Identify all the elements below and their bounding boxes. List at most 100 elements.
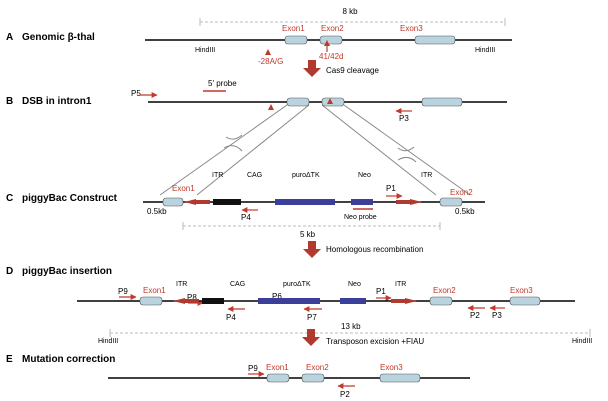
b-exon2-box: [321, 97, 345, 107]
d-itr2-label: ITR: [395, 281, 406, 288]
d-primer-p1-label: P1: [376, 287, 386, 296]
neo-probe-label: Neo probe: [344, 214, 377, 221]
step-arrow-hr: [303, 241, 321, 258]
section-a: A Genomic β-thal 8 kb Exon1 Exon2 Exon3 …: [6, 7, 512, 77]
d-hindiii-right-label: HindIII: [572, 338, 592, 345]
span-8kb-label: 8 kb: [342, 7, 358, 16]
exon2-label: Exon2: [321, 24, 344, 33]
c-exon2-box: [439, 197, 463, 207]
e-exon2-box: [301, 373, 325, 383]
section-d-letter: D: [6, 266, 13, 277]
b-exon3-box: [421, 97, 463, 107]
d-primer-p9-label: P9: [118, 287, 128, 296]
d-itr1-arrow: [173, 298, 199, 304]
section-c: C piggyBac Construct Exon1 Exon2 ITR CAG…: [6, 172, 485, 258]
c-itr1-label: ITR: [212, 172, 223, 179]
hr-label: Homologous recombination: [326, 245, 423, 254]
e-exon3-label: Exon3: [380, 363, 403, 372]
d-primer-p2-label: P2: [470, 311, 480, 320]
step-arrow-excision: [302, 329, 320, 346]
e-exon1-box: [266, 373, 290, 383]
d-primer-p6-label: P6: [272, 292, 282, 301]
primer-p3-label: P3: [399, 114, 409, 123]
exon3-label: Exon3: [400, 24, 423, 33]
c-exon1-label: Exon1: [172, 184, 195, 193]
c-exon1-box: [162, 197, 184, 207]
d-exon2-box: [429, 296, 453, 306]
section-d-title: piggyBac insertion: [22, 266, 112, 277]
c-primer-p4-label: P4: [241, 213, 251, 222]
d-primer-p4-label: P4: [226, 313, 236, 322]
d-primer-p3-label: P3: [492, 311, 502, 320]
c-itr2-arrow: [396, 199, 422, 205]
section-b: B DSB in intron1 5' probe P5 P3: [6, 79, 507, 196]
d-exon3-box: [509, 296, 541, 306]
c-primer-p1-label: P1: [386, 184, 396, 193]
c-cag-label: CAG: [247, 172, 262, 179]
step-arrow-cas9: [303, 60, 321, 77]
b-exon1-box: [286, 97, 310, 107]
crossover-right: [397, 146, 417, 163]
hindiii-left-label: HindIII: [195, 47, 215, 54]
d-itr1-label: ITR: [176, 281, 187, 288]
homology-line-3: [321, 104, 437, 196]
b-mutation-marker-1: [268, 104, 274, 110]
c-right-kb-label: 0.5kb: [455, 207, 475, 216]
exon2-box: [319, 35, 343, 45]
mutation-41-marker: [324, 40, 330, 46]
d-neo-box: [340, 298, 366, 304]
mutation-41-label: 41/42d: [319, 52, 343, 61]
crossover-left: [223, 134, 243, 152]
excision-label: Transposon excision +FIAU: [326, 337, 424, 346]
d-exon1-label: Exon1: [143, 286, 166, 295]
exon3-box: [414, 35, 456, 45]
d-exon2-label: Exon2: [433, 286, 456, 295]
primer-p5-label: P5: [131, 89, 141, 98]
e-exon3-box: [379, 373, 421, 383]
c-puro-box: [275, 199, 335, 205]
c-itr2-label: ITR: [421, 172, 432, 179]
section-d: D piggyBac insertion P9 Exon1 ITR P8 CAG…: [6, 266, 592, 346]
e-primer-p2-label: P2: [340, 390, 350, 399]
homology-line-2: [196, 104, 310, 196]
section-c-letter: C: [6, 193, 13, 204]
d-puro-box: [258, 298, 320, 304]
c-neo-box: [351, 199, 373, 205]
section-e-title: Mutation correction: [22, 354, 115, 365]
mutation-28-marker: [265, 49, 271, 55]
d-cag-box: [202, 298, 224, 304]
d-exon3-label: Exon3: [510, 286, 533, 295]
exon1-box: [284, 35, 308, 45]
homology-line-4: [343, 104, 471, 196]
section-c-title: piggyBac Construct: [22, 193, 118, 204]
d-hindiii-left-label: HindIII: [98, 338, 118, 345]
span-13kb-label: 13 kb: [341, 322, 361, 331]
c-exon2-label: Exon2: [450, 188, 473, 197]
d-cag-label: CAG: [230, 281, 245, 288]
section-b-title: DSB in intron1: [22, 96, 92, 107]
c-puro-label: puroΔTK: [292, 172, 320, 179]
c-itr1-arrow: [184, 199, 210, 205]
five-prime-probe-label: 5' probe: [208, 79, 237, 88]
homology-line-1: [159, 104, 288, 196]
c-cag-box: [213, 199, 241, 205]
d-neo-label: Neo: [348, 281, 361, 288]
hindiii-right-label: HindIII: [475, 47, 495, 54]
c-neo-label: Neo: [358, 172, 371, 179]
b-mutation-marker-2: [327, 98, 333, 104]
exon1-label: Exon1: [282, 24, 305, 33]
d-exon1-box: [139, 296, 163, 306]
d-primer-p8-label: P8: [187, 293, 197, 302]
e-primer-p9-label: P9: [248, 364, 258, 373]
c-left-kb-label: 0.5kb: [147, 207, 167, 216]
section-a-title: Genomic β-thal: [22, 32, 95, 43]
section-e: E Mutation correction P9 Exon1 Exon2 Exo…: [6, 354, 470, 399]
section-b-letter: B: [6, 96, 13, 107]
cas9-cleavage-label: Cas9 cleavage: [326, 66, 379, 75]
section-a-letter: A: [6, 32, 13, 43]
e-exon2-label: Exon2: [306, 363, 329, 372]
d-itr2-arrow: [391, 298, 417, 304]
section-e-letter: E: [6, 354, 13, 365]
